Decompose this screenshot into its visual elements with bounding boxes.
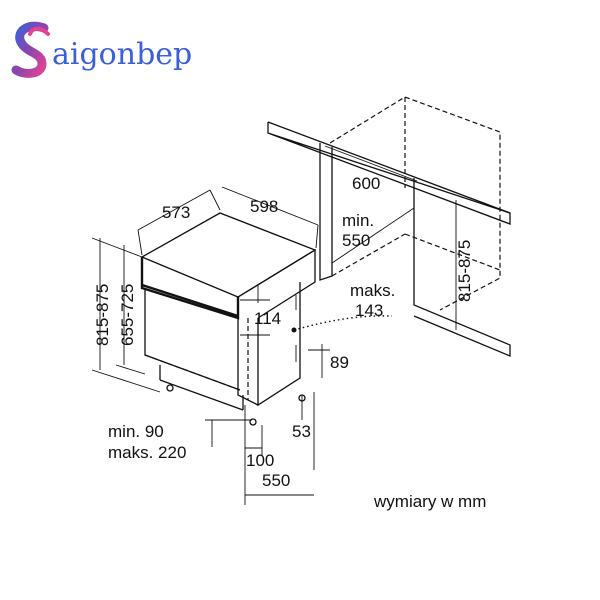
- label-600: 600: [352, 174, 380, 193]
- label-min-550-line1: min.: [342, 211, 374, 230]
- label-598: 598: [250, 197, 278, 216]
- label-100: 100: [246, 451, 274, 470]
- dimension-labels: 573 598 815-875 655-725 600 min. 550 815…: [93, 174, 486, 511]
- caption-units: wymiary w mm: [373, 492, 486, 511]
- label-min-90: min. 90: [108, 422, 164, 441]
- logo-s-mark-icon: [11, 21, 50, 78]
- logo-text: aigonbep: [52, 37, 192, 72]
- label-573: 573: [162, 203, 190, 222]
- saigonbep-logo: aigonbep: [11, 21, 192, 78]
- label-114: 114: [254, 309, 281, 328]
- dishwasher-body: [140, 212, 317, 426]
- niche-outline: [267, 96, 511, 357]
- label-815-875-left: 815-875: [93, 284, 112, 346]
- label-maks-220: maks. 220: [108, 443, 186, 462]
- label-maks-143-line2: 143: [355, 301, 383, 320]
- label-550-bottom: 550: [262, 471, 290, 490]
- label-min-550-line2: 550: [342, 231, 370, 250]
- label-655-725: 655-725: [118, 284, 137, 346]
- label-maks-143-line1: maks.: [350, 281, 395, 300]
- label-89: 89: [330, 353, 349, 372]
- label-815-875-right: 815-875: [455, 240, 474, 302]
- dimension-lines: [91, 145, 457, 505]
- label-53: 53: [292, 422, 311, 441]
